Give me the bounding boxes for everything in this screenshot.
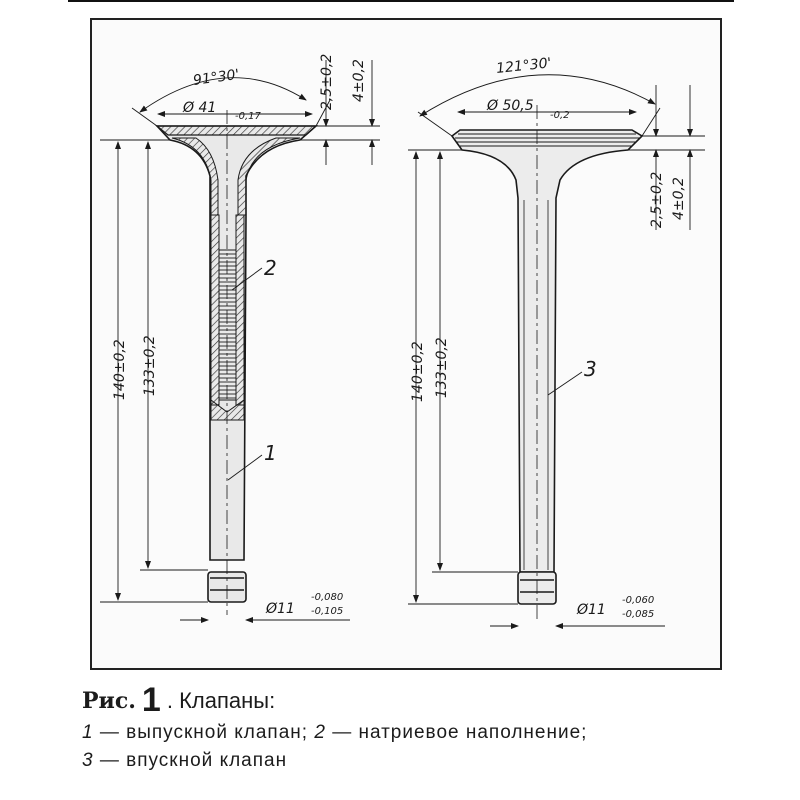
technical-drawing: 91°30' Ø 41 -0,17 2,5±0,2 4±0,2 140±0,2 …	[100, 54, 705, 629]
caption-label: Рис.	[82, 688, 136, 714]
exhaust-margin-height: 2,5±0,2	[319, 54, 335, 110]
intake-dimension-labels: 121°30' Ø 50,5 -0,2 2,5±0,2 4±0,2 140±0,…	[410, 55, 687, 620]
caption-title-text: . Клапаны:	[166, 688, 276, 713]
exhaust-stem-diameter: Ø11	[265, 601, 295, 617]
figure-caption: Рис.1. Клапаны: 1 — выпускной клапан; 2 …	[82, 683, 782, 775]
caption-item-text: — выпускной клапан;	[99, 722, 309, 743]
exhaust-length-to-seat: 133±0,2	[142, 335, 158, 396]
exhaust-head-diameter: Ø 41	[182, 100, 216, 116]
intake-stem-tol-lower: -0,085	[622, 609, 654, 620]
intake-length-to-seat: 133±0,2	[434, 337, 450, 398]
intake-dimensions	[408, 74, 705, 629]
exhaust-dimension-labels: 91°30' Ø 41 -0,17 2,5±0,2 4±0,2 140±0,2 …	[112, 54, 367, 617]
intake-angle-arc	[419, 74, 656, 117]
intake-head-height: 4±0,2	[671, 177, 687, 220]
intake-head-lines	[455, 133, 640, 147]
exhaust-head-section	[155, 125, 318, 136]
callout-2: 2	[264, 256, 277, 280]
caption-item-number: 3	[82, 750, 94, 771]
top-border-line	[68, 0, 734, 2]
intake-stem-tol-upper: -0,060	[622, 595, 654, 606]
caption-item-line: 1 — выпускной клапан; 2 — натриевое напо…	[82, 719, 782, 747]
intake-margin-height: 2,5±0,2	[649, 172, 665, 228]
exhaust-stem-tol-upper: -0,080	[311, 592, 343, 603]
callout-3-leader	[547, 371, 583, 396]
exhaust-head-height: 4±0,2	[351, 59, 367, 102]
intake-stem-diameter: Ø11	[576, 602, 606, 618]
intake-head-diameter-tol: -0,2	[550, 110, 570, 121]
caption-number: 1	[141, 681, 161, 719]
callout-1-leader	[227, 454, 263, 481]
exhaust-seat-angle: 91°30'	[192, 67, 240, 89]
caption-item-text: — натриевое наполнение;	[332, 722, 588, 743]
caption-item-text: — впускной клапан	[99, 750, 288, 771]
sodium-cavity	[218, 249, 237, 401]
intake-head-diameter: Ø 50,5	[486, 98, 534, 114]
exhaust-stem-wall-left	[210, 214, 220, 406]
intake-valve	[450, 105, 644, 620]
intake-valve-outline	[450, 129, 644, 573]
callout-2-leader	[231, 267, 263, 291]
exhaust-head-diameter-tol: -0,17	[235, 111, 262, 122]
exhaust-dimensions	[100, 60, 380, 623]
intake-seat-angle: 121°30'	[495, 55, 552, 77]
exhaust-stem-wall-right	[235, 214, 245, 406]
caption-item-line: 3 — впускной клапан	[82, 747, 782, 775]
exhaust-overall-length: 140±0,2	[112, 339, 128, 400]
exhaust-valve	[155, 110, 319, 615]
exhaust-angle-arc	[139, 77, 307, 113]
caption-item-number: 1	[82, 722, 94, 743]
exhaust-cavity-bottom	[210, 399, 245, 421]
intake-overall-length: 140±0,2	[410, 341, 426, 402]
callout-1: 1	[264, 441, 277, 465]
caption-title: Рис.1. Клапаны:	[82, 683, 782, 719]
exhaust-stem-tol-lower: -0,105	[311, 606, 343, 617]
callout-3: 3	[584, 357, 597, 381]
caption-item-number: 2	[314, 722, 326, 743]
